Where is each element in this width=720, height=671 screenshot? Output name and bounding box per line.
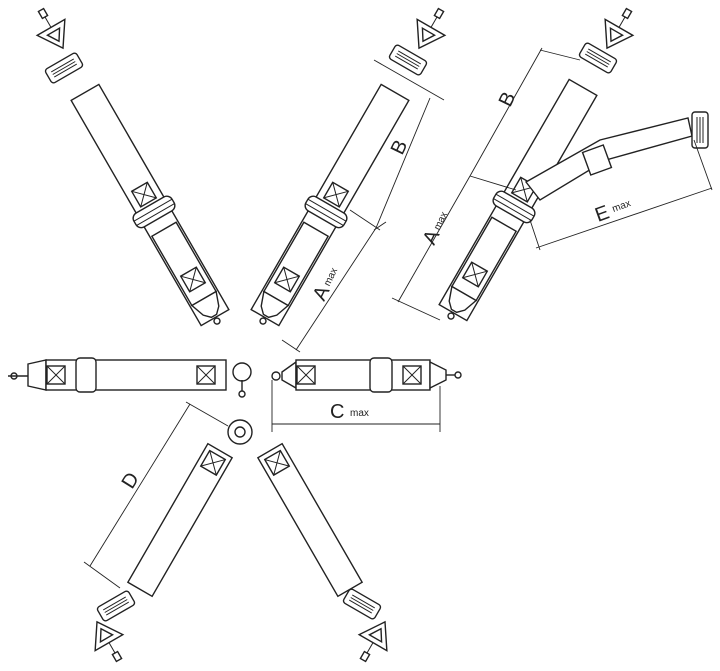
center-shoulder-strap	[248, 1, 456, 353]
crotch-strap-left	[126, 442, 234, 598]
left-waist-belt	[8, 357, 252, 398]
svg-text:max: max	[432, 210, 450, 232]
svg-text:B: B	[495, 89, 521, 111]
crotch-right-slot-buckle	[341, 587, 383, 621]
left-shoulder-slot-buckle	[43, 51, 85, 85]
label-d: D	[118, 469, 144, 493]
svg-text:max: max	[611, 198, 633, 215]
left-waist-patch-inner	[196, 365, 216, 385]
label-a-left: A max	[309, 266, 340, 304]
right-shoulder-strap	[391, 1, 713, 327]
svg-text:B: B	[387, 137, 413, 159]
crotch-right-triangle-hardware	[348, 613, 400, 669]
left-waist-patch-outer	[46, 365, 66, 385]
svg-text:max: max	[350, 408, 369, 419]
crotch-left-triangle-hardware	[82, 613, 134, 669]
dim-line-b-right	[469, 47, 543, 177]
dim-line-d	[89, 403, 191, 567]
sternum-strap	[524, 111, 709, 201]
crotch-left-slot-buckle	[95, 589, 137, 623]
left-waist-adjuster	[75, 357, 97, 393]
label-b-left: B	[387, 137, 413, 159]
right-shoulder-triangle-hardware	[592, 1, 644, 57]
dim-line-b-left	[375, 97, 431, 229]
center-shoulder-triangle-hardware	[404, 1, 456, 57]
dim-line-a-left	[295, 227, 377, 351]
dim-line-a-right	[397, 175, 471, 303]
right-waist-patch-inner	[402, 365, 422, 385]
svg-text:max: max	[322, 266, 340, 288]
crotch-straps	[82, 401, 400, 669]
dim-line-e	[535, 187, 713, 249]
left-shoulder-triangle-hardware	[26, 1, 78, 57]
left-shoulder-strap	[26, 1, 232, 332]
right-waist-webbing	[295, 359, 431, 391]
svg-text:C: C	[330, 401, 344, 423]
label-c: C max	[330, 401, 369, 423]
right-waist-adjuster	[369, 357, 393, 393]
left-waist-buckle-ring	[232, 362, 252, 382]
right-waist-patch-outer	[296, 365, 316, 385]
sternum-slot-buckle	[691, 111, 709, 149]
right-shoulder-slot-buckle	[577, 41, 619, 75]
right-waist-belt	[271, 357, 462, 432]
svg-text:E: E	[592, 201, 612, 226]
svg-text:D: D	[118, 469, 144, 493]
label-b-right: B	[495, 89, 521, 111]
